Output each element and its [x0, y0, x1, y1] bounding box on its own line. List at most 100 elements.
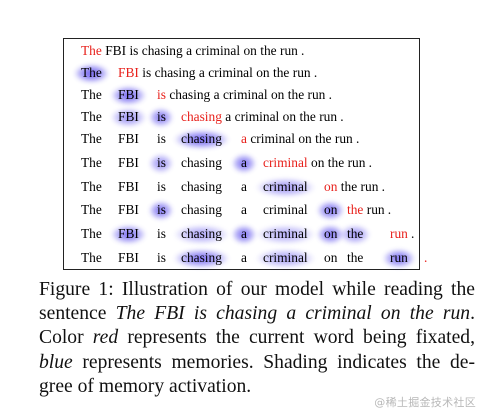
memory-activation-shading	[149, 201, 174, 220]
sentence-word: run	[307, 87, 326, 102]
sentence-word: a	[213, 87, 220, 102]
sentence-word: chasing	[141, 43, 183, 58]
sentence-word: The	[81, 250, 102, 265]
sentence-word: run	[366, 202, 385, 217]
sentence-word: the	[299, 109, 316, 124]
sentence-word: criminal	[263, 179, 308, 194]
memory-activation-shading	[174, 130, 229, 149]
memory-activation-shading	[256, 178, 315, 197]
caption-line: Color red represents the current word be…	[39, 326, 475, 350]
sentence-word: the	[315, 131, 332, 146]
sentence-word: the	[260, 43, 277, 58]
sentence-word: a	[241, 250, 247, 265]
caption-text: .	[470, 303, 475, 325]
sentence-word: FBI	[118, 109, 139, 124]
sentence-word: .	[313, 65, 318, 80]
sentence-word: is	[157, 226, 166, 241]
sentence-word: on	[282, 109, 297, 124]
sentence-word: criminal	[263, 250, 308, 265]
sentence-word: FBI	[118, 87, 139, 102]
watermark: @稀土掘金技术社区	[374, 396, 476, 409]
sentence-word: on	[324, 202, 338, 217]
sentence-word: chasing	[181, 131, 222, 146]
memory-activation-shading	[317, 201, 345, 220]
sentence-word: is	[157, 131, 166, 146]
memory-activation-shading	[111, 108, 146, 127]
sentence-word: criminal	[263, 155, 308, 170]
sentence-word: a	[241, 226, 247, 241]
memory-activation-shading	[174, 225, 229, 244]
memory-activation-shading	[256, 225, 315, 244]
sentence-word: FBI	[118, 250, 139, 265]
memory-activation-shading	[383, 249, 415, 268]
sentence-word: run	[319, 109, 338, 124]
memory-activation-shading	[317, 225, 345, 244]
sentence-word: on	[324, 250, 338, 265]
sentence-word: The	[81, 109, 102, 124]
sentence-word: The	[81, 155, 102, 170]
caption-text: represents the current word being fixate…	[118, 327, 475, 349]
sentence-word: The	[81, 179, 102, 194]
sentence-word: on	[298, 131, 312, 146]
sentence-word: .	[328, 87, 332, 102]
memory-activation-shading	[111, 86, 146, 105]
sentence-word: .	[301, 43, 305, 58]
sentence-word: .	[387, 202, 392, 217]
sentence-word: The	[81, 65, 102, 80]
sentence-word: chasing	[181, 109, 222, 124]
sentence-word: run	[334, 131, 353, 146]
sentence-word: on	[243, 43, 257, 58]
sentence-word: FBI	[118, 179, 139, 194]
sentence-word: The	[81, 87, 102, 102]
sentence-word: is	[129, 43, 139, 58]
sentence-word: .	[381, 179, 385, 194]
sentence-word: .	[355, 131, 360, 146]
sentence-word: a	[186, 43, 193, 58]
sentence-word: is	[157, 155, 166, 170]
sentence-word: run	[390, 226, 408, 241]
sentence-word: chasing	[154, 65, 196, 80]
caption-text: Figure 1: Illustration of our model whil…	[39, 279, 475, 300]
sentence-word: .	[424, 250, 428, 265]
sentence-word: a	[198, 65, 205, 80]
sentence-word: chasing	[181, 202, 222, 217]
caption-line: blue represents memories. Shading indica…	[39, 351, 475, 375]
sentence-word: is	[157, 179, 166, 194]
memory-activation-shading	[174, 249, 229, 268]
sentence-word: is	[157, 202, 166, 217]
sentence-word: is	[157, 250, 166, 265]
caption-emphasis: The FBI is chasing a criminal on the run	[115, 303, 471, 325]
sentence-word: FBI	[118, 155, 139, 170]
sentence-word: the	[347, 250, 364, 265]
caption-text: sentence	[39, 303, 116, 325]
sentence-word: chasing	[181, 226, 222, 241]
sentence-word: FBI	[118, 65, 139, 80]
sentence-word: run	[390, 250, 408, 265]
sentence-word: the	[287, 87, 305, 102]
caption-text: represents memories. Shading indicates t…	[72, 351, 475, 373]
sentence-word: the	[347, 202, 364, 217]
sentence-word: on	[324, 226, 338, 241]
memory-activation-shading	[231, 225, 256, 244]
sentence-word: criminal	[250, 131, 295, 146]
sentence-word: the	[347, 226, 364, 241]
sentence-word: a	[241, 155, 247, 170]
sentence-word: FBI	[118, 202, 139, 217]
sentence-word: .	[368, 155, 372, 170]
caption-text: gree of memory activation.	[39, 375, 252, 397]
caption-emphasis: blue	[39, 351, 73, 373]
sentence-word: FBI	[118, 226, 139, 241]
memory-activation-shading	[256, 249, 315, 268]
sentence-word: chasing	[169, 87, 211, 102]
sentence-word: the	[273, 65, 290, 80]
sentence-word: criminal	[195, 43, 241, 58]
